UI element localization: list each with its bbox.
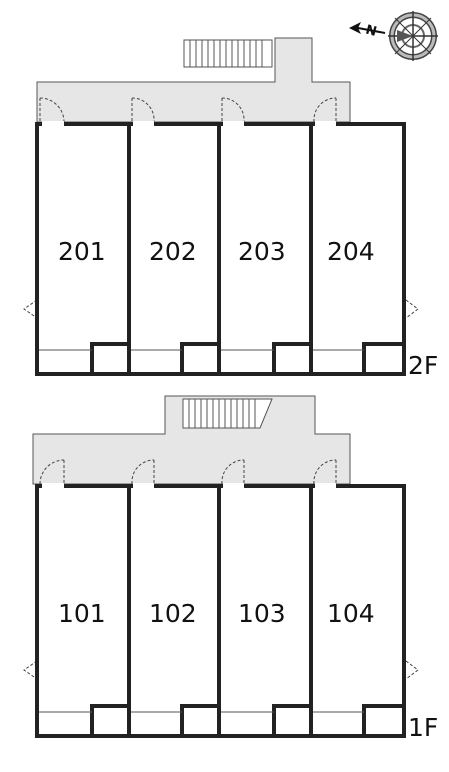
compass-rose-icon xyxy=(388,11,438,61)
door-swing-icon xyxy=(39,459,337,485)
unit-103: 103 xyxy=(238,599,286,628)
corridor-2f xyxy=(36,37,351,123)
unit-104: 104 xyxy=(327,599,375,628)
storage-closets-2f xyxy=(90,342,406,376)
floor-2f: 201 202 203 204 2F xyxy=(23,37,438,380)
door-openings-1f xyxy=(42,483,336,489)
balcony-door-icon xyxy=(23,660,419,680)
unit-202: 202 xyxy=(149,237,197,266)
balcony-door-icon xyxy=(23,299,419,319)
north-label: N xyxy=(364,23,378,40)
door-swing-icon xyxy=(39,97,337,123)
floor-label-2f: 2F xyxy=(408,351,438,380)
door-openings-2f xyxy=(42,121,336,127)
unit-204: 204 xyxy=(327,237,375,266)
floor-label-1f: 1F xyxy=(408,713,438,742)
north-arrow: N xyxy=(349,22,386,40)
unit-201: 201 xyxy=(58,237,106,266)
walls-2f xyxy=(35,122,406,376)
corridor-1f xyxy=(32,395,351,485)
unit-101: 101 xyxy=(58,599,106,628)
staircase-1f xyxy=(182,398,273,429)
unit-203: 203 xyxy=(238,237,286,266)
staircase-2f xyxy=(183,39,273,68)
floor-1f: 101 102 103 104 1F xyxy=(23,395,438,742)
unit-102: 102 xyxy=(149,599,197,628)
storage-closets-1f xyxy=(90,704,406,738)
